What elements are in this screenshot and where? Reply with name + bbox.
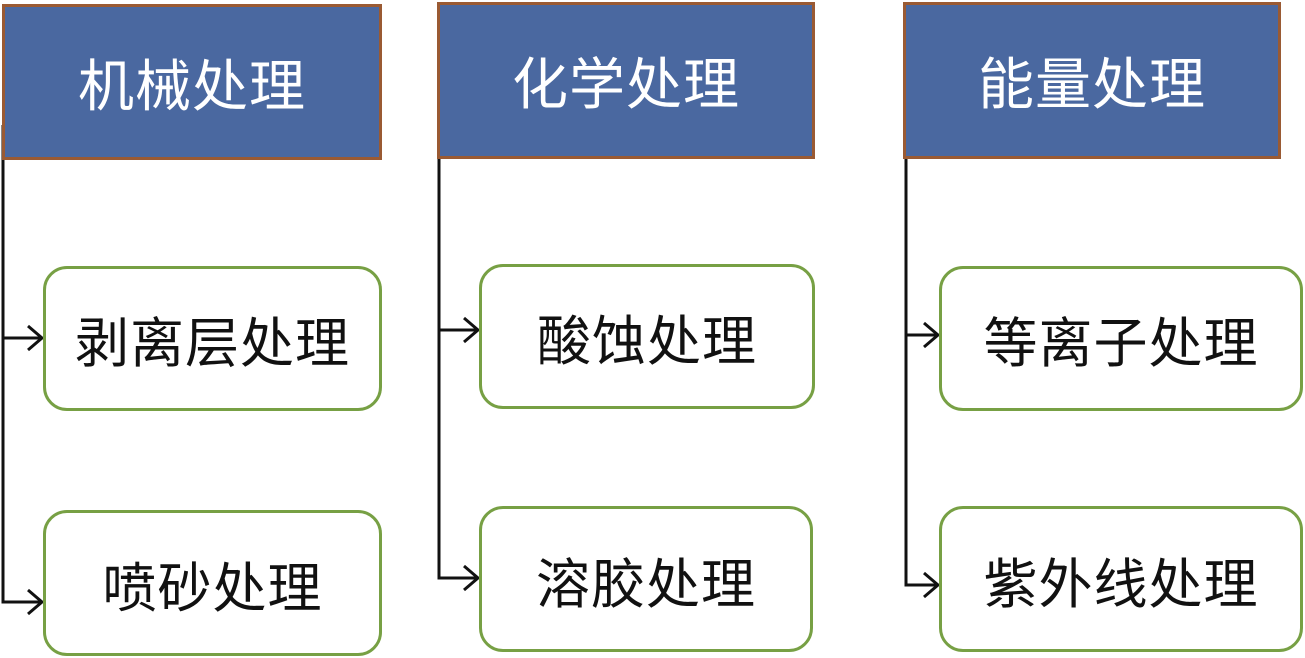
arrowhead-icon [923, 571, 941, 599]
arrowhead-icon [27, 588, 45, 616]
connector-mechanical [1, 125, 42, 604]
header-chemical-treatment: 化学处理 [437, 2, 815, 159]
connector-chemical [437, 145, 478, 580]
item-sandblasting-treatment: 喷砂处理 [43, 510, 382, 656]
item-peel-ply-treatment: 剥离层处理 [43, 266, 382, 411]
arrowhead-icon [463, 564, 481, 592]
item-sol-gel-treatment: 溶胶处理 [479, 506, 813, 652]
item-acid-etching-treatment: 酸蚀处理 [479, 264, 815, 409]
arrowhead-icon [923, 321, 941, 349]
arrowhead-icon [27, 324, 45, 352]
item-plasma-treatment: 等离子处理 [939, 266, 1303, 411]
connector-energy [904, 155, 938, 587]
header-mechanical-treatment: 机械处理 [2, 4, 382, 160]
header-energy-treatment: 能量处理 [903, 2, 1281, 159]
item-ultraviolet-treatment: 紫外线处理 [939, 506, 1303, 652]
arrowhead-icon [463, 316, 481, 344]
